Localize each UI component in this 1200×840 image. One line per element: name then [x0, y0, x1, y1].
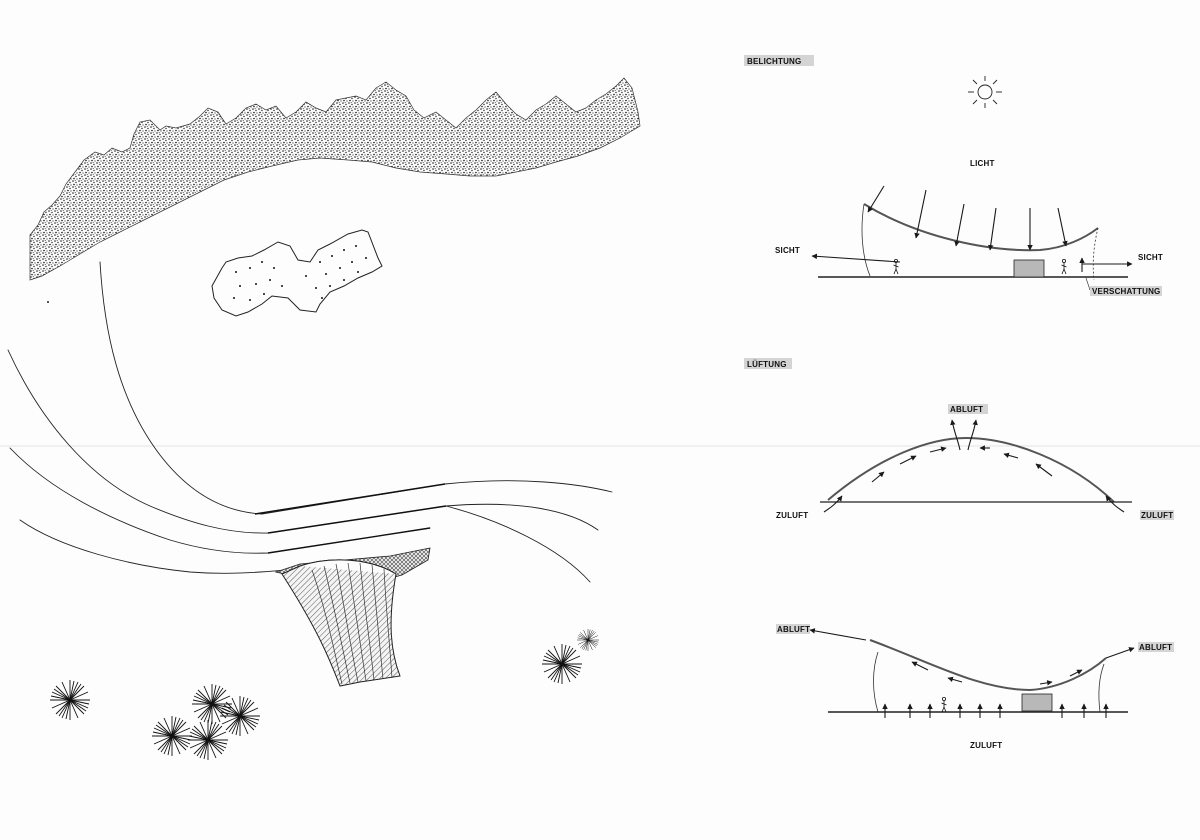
arrow-icon — [809, 628, 1135, 718]
arrow-icon — [823, 419, 1125, 513]
site-plan — [7, 77, 641, 761]
arrow-icon — [811, 253, 1133, 272]
building-plan — [274, 547, 431, 687]
right-wall — [1092, 227, 1099, 281]
contour-lines — [7, 261, 613, 583]
sicht-right-label: SICHT — [1138, 253, 1163, 262]
interior-box — [1021, 693, 1053, 712]
tree-icon — [49, 643, 583, 761]
dome-ventilation-diagram: ABLUFT ZULUFT ZULUFT — [776, 404, 1174, 520]
canopy-zuluft-label: ZULUFT — [970, 741, 1002, 750]
lueftung-title: LÜFTUNG — [747, 360, 787, 369]
person-icon — [941, 697, 947, 713]
lueftung-section: LÜFTUNG ABLUFT ZULUFT ZULUFT — [744, 358, 1174, 750]
sun-icon — [968, 76, 1002, 108]
belichtung-title: BELICHTUNG — [747, 57, 801, 66]
belichtung-section: BELICHTUNG LICHT — [744, 55, 1163, 296]
forest-mass — [29, 77, 641, 281]
arrow-icon — [867, 185, 1068, 251]
verschattung-label: VERSCHATTUNG — [1092, 287, 1160, 296]
left-wall — [861, 203, 871, 277]
dome-zuluft-right-label: ZULUFT — [1141, 511, 1173, 520]
canopy-ventilation-diagram: ABLUFT ABLUFT — [776, 624, 1174, 750]
interior-box — [1013, 259, 1045, 278]
canopy-abluft-left-label: ABLUFT — [777, 625, 810, 634]
dome-abluft-label: ABLUFT — [950, 405, 983, 414]
field-plot — [211, 229, 383, 317]
licht-label: LICHT — [970, 159, 995, 168]
sicht-left-label: SICHT — [775, 246, 800, 255]
tree-icon — [576, 628, 600, 652]
field-dots — [233, 245, 367, 301]
dome-zuluft-left-label: ZULUFT — [776, 511, 808, 520]
canopy-abluft-right-label: ABLUFT — [1139, 643, 1172, 652]
roof-curve — [863, 203, 1099, 252]
